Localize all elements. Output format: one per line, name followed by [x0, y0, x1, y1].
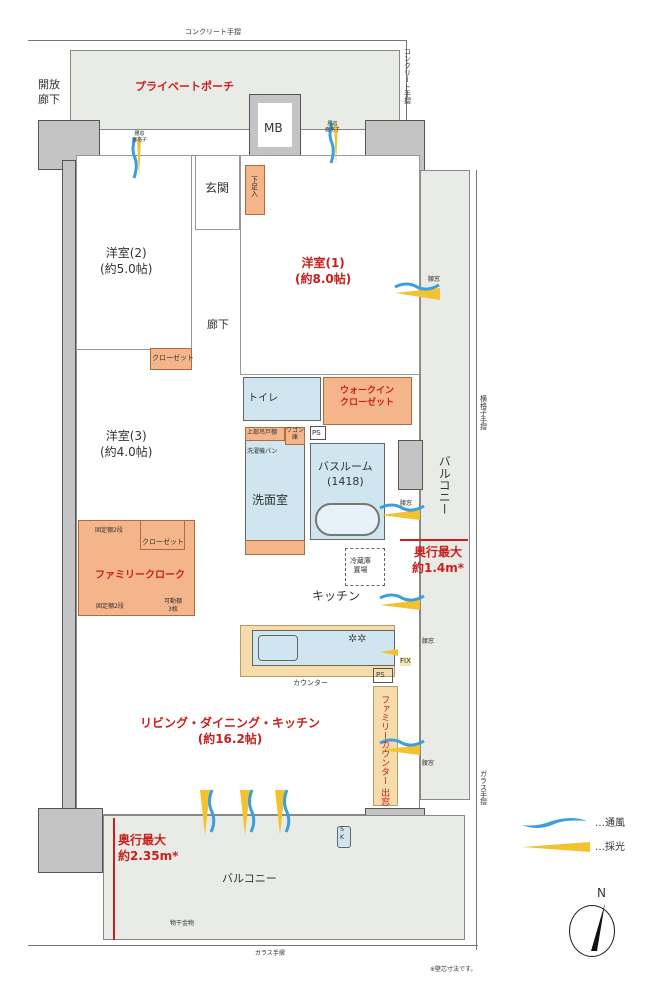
fc-window-label: 腰窓 — [422, 760, 435, 767]
balcony-bottom-label: バルコニー — [222, 872, 277, 885]
right-rail-line — [476, 170, 477, 950]
wall-column — [398, 440, 423, 490]
wind-arrows-icon — [131, 122, 440, 833]
bath-window-label: 腰窓 — [400, 500, 413, 507]
lattice-rail-label: 横格子手摺 — [479, 395, 488, 430]
family-closet-label: クローゼット — [142, 538, 184, 546]
walk-in-closet — [323, 377, 412, 425]
upper-cabinet-label: 上部吊戸棚 — [247, 429, 278, 436]
ps-box — [373, 668, 393, 683]
window-w1-label: 腰窓 — [428, 276, 441, 283]
sink — [258, 635, 298, 661]
ps2-label: PS — [376, 671, 385, 679]
fixed-shelf-top-label: 固定棚2段 — [95, 527, 123, 534]
sk-sink — [337, 826, 351, 848]
sk-label: S K — [340, 826, 344, 841]
entrance-label: 玄関 — [205, 181, 230, 195]
ldk-label: リビング・ダイニング・キッチン (約16.2帖) — [140, 716, 321, 747]
entrance — [195, 155, 240, 230]
compass-n-label: N — [597, 886, 606, 900]
private-porch-label: プライベートポーチ — [135, 80, 234, 93]
depth-right-label: 奥行最大 約1.4m* — [412, 545, 465, 576]
washroom-label: 洗面室 — [252, 493, 289, 507]
movable-shelf-label: 可動棚 3枚 — [164, 598, 183, 614]
wind-legend-icon — [522, 818, 587, 828]
bottom-rail-line — [28, 945, 478, 946]
glass-rail-bottom-label: ガラス手摺 — [255, 950, 285, 957]
washroom — [245, 427, 305, 555]
bathroom-label: バスルーム (1418) — [318, 460, 373, 488]
window-right-label: 腰窓 面格子 — [325, 121, 341, 133]
ps1-label: PS — [312, 429, 321, 437]
walk-in-closet-label: ウォークイン クローゼット — [340, 386, 395, 409]
western-room-1-label: 洋室(1) (約8.0帖) — [295, 256, 352, 287]
fridge-space — [345, 548, 385, 586]
ps-box — [310, 426, 326, 440]
light-legend-icon — [522, 842, 590, 852]
family-counter — [373, 686, 398, 806]
depth-bottom-label: 奥行最大 約2.35m* — [118, 833, 179, 864]
kitchen-label: キッチン — [312, 589, 361, 603]
family-cloak-label: ファミリークローク — [95, 570, 185, 581]
shoe-box-label: 下足入 — [250, 176, 259, 197]
kitchen-window-label: 腰窓 — [422, 638, 435, 645]
mb-label: MB — [264, 121, 283, 135]
toilet — [243, 377, 321, 421]
light-arrows-icon — [137, 125, 440, 835]
laundry-hardware-label: 物干金物 — [170, 920, 195, 927]
legend-wind-label: …通風 — [595, 818, 625, 829]
family-counter-label: ファミリーカウンター 出窓 — [379, 695, 390, 806]
fridge-label: 冷蔵庫 置場 — [350, 557, 371, 575]
note-label: ※壁芯寸法です。 — [430, 966, 477, 973]
top-rail-label: コンクリート手摺 — [185, 28, 241, 36]
private-porch — [70, 50, 400, 130]
wagon-storage — [285, 427, 305, 445]
counter-label: カウンター — [293, 679, 328, 687]
stove-icon: ✲✲ — [348, 632, 367, 645]
fixed-shelf-bottom-label: 固定棚2段 — [96, 603, 124, 610]
wagon-label: ワゴン庫 — [286, 427, 305, 441]
legend-light-label: …採光 — [595, 842, 625, 853]
window-left-label: 腰窓 面格子 — [132, 131, 148, 143]
family-closet — [140, 520, 185, 550]
depth-right-arrow — [400, 539, 468, 541]
wall-column — [38, 808, 103, 873]
depth-bottom-arrow — [113, 818, 115, 940]
toilet-label: トイレ — [248, 393, 278, 404]
western-room-3-label: 洋室(3) (約4.0帖) — [100, 429, 153, 460]
small-closet-label: クローゼット — [152, 354, 194, 362]
western-room-2-label: 洋室(2) (約5.0帖) — [100, 246, 153, 277]
western-room-1 — [240, 155, 420, 375]
hallway-label: 廊下 — [207, 318, 229, 331]
upper-cabinet — [245, 427, 285, 441]
washer-pan-label: 洗濯機パン — [247, 448, 278, 455]
washroom-shelf — [245, 540, 305, 555]
glass-rail-right-label: ガラス手摺 — [479, 770, 488, 805]
right-rail — [406, 40, 407, 170]
compass-needle-icon — [591, 903, 605, 951]
bathtub — [315, 503, 380, 536]
compass-circle — [569, 905, 615, 957]
balcony-right-label: バルコニー — [437, 455, 452, 515]
small-closet — [150, 348, 192, 370]
fix-window-label: FIX — [400, 657, 411, 667]
top-rail — [28, 40, 406, 41]
legend-swatches — [522, 818, 590, 852]
shoe-box — [245, 165, 265, 215]
right-top-rail-label: コンクリート手摺 — [403, 48, 412, 104]
open-corridor-label: 開放 廊下 — [38, 78, 60, 106]
bottom-balcony — [103, 815, 465, 940]
mb-box — [249, 94, 301, 156]
